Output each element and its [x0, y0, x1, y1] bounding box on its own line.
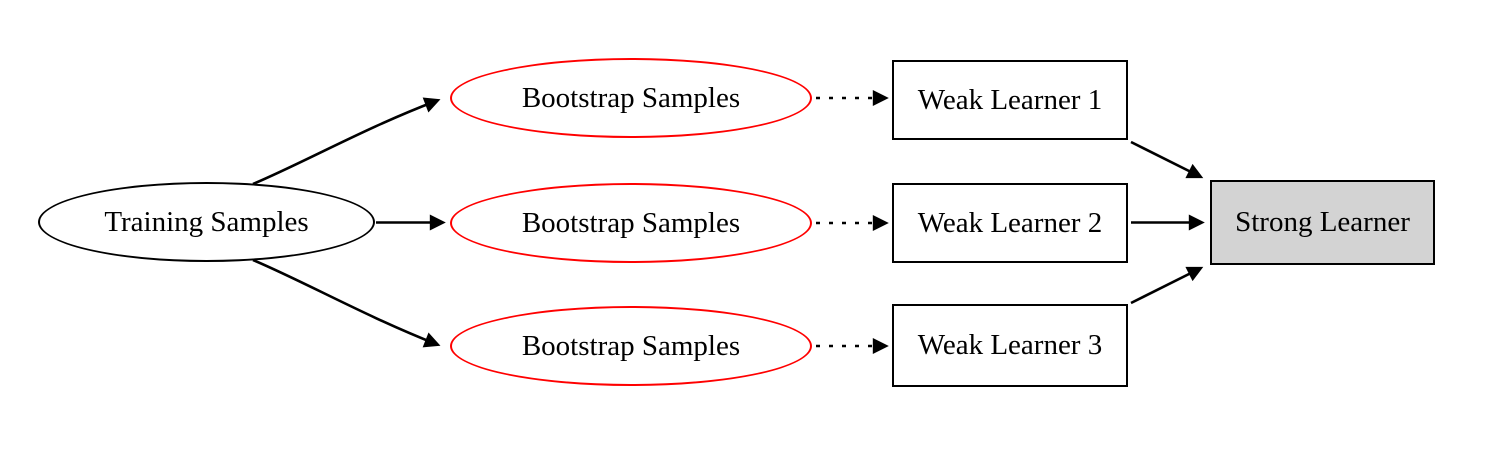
weak-learner-2-label: Weak Learner 2: [917, 206, 1103, 239]
strong-learner-label: Strong Learner: [1235, 206, 1410, 238]
weak-learner-2-node: Weak Learner 2: [892, 183, 1128, 263]
edge-weak-3-to-strong: [1130, 266, 1204, 305]
training-samples-node: Training Samples: [38, 182, 375, 262]
bootstrap-samples-node-3: Bootstrap Samples: [450, 306, 812, 386]
bootstrap-samples-node-2: Bootstrap Samples: [450, 183, 812, 263]
training-samples-label: Training Samples: [104, 205, 309, 238]
edge-weak-1-to-strong: [1130, 140, 1204, 179]
weak-learner-1-node: Weak Learner 1: [892, 60, 1128, 140]
bootstrap-samples-label-3: Bootstrap Samples: [521, 329, 741, 362]
edge-training-to-bootstrap-1: [252, 97, 441, 186]
edge-training-to-bootstrap-3: [252, 258, 441, 348]
weak-learner-1-label: Weak Learner 1: [917, 83, 1103, 116]
bootstrap-samples-label-1: Bootstrap Samples: [521, 81, 741, 114]
weak-learner-3-node: Weak Learner 3: [892, 304, 1128, 387]
bootstrap-samples-node-1: Bootstrap Samples: [450, 58, 812, 138]
weak-learner-3-label: Weak Learner 3: [917, 329, 1103, 361]
bootstrap-samples-label-2: Bootstrap Samples: [521, 206, 741, 239]
strong-learner-node: Strong Learner: [1210, 180, 1435, 265]
